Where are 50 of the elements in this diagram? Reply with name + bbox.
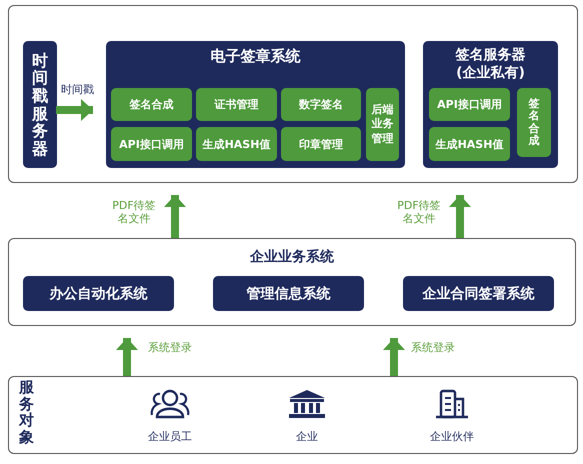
box-label: 生成HASH值 [202, 136, 270, 152]
system-box [23, 41, 57, 168]
block-arrow [164, 195, 186, 238]
box-label: 管理信息系统 [246, 284, 330, 302]
system-box [23, 276, 174, 311]
panel-frame [8, 376, 578, 454]
edge-label: 系统登录 [147, 341, 193, 354]
box-label: 办公自动化系统 [50, 284, 148, 302]
box-label: API接口调用 [119, 136, 184, 152]
function-box [366, 88, 399, 161]
block-arrow [116, 338, 138, 376]
icon-caption: 企业伙伴 [429, 429, 475, 444]
box-label: 服务对象 [19, 379, 34, 445]
function-box [281, 88, 361, 121]
system-box [423, 41, 558, 168]
box-label: 企业合同签署系统 [422, 284, 534, 302]
icon-caption: 企业 [295, 429, 319, 444]
system-box [106, 41, 405, 168]
box-label: 电子签章系统 [210, 47, 300, 66]
function-box [111, 88, 192, 121]
box-label: 签名合成 [130, 97, 174, 112]
edge-label: PDF待签名文件 [396, 199, 442, 226]
box-label: 印章管理 [299, 136, 343, 152]
panel-frame [8, 238, 576, 326]
box-label: 后端业务管理 [370, 103, 394, 146]
box-label: 签名服务器(企业私有) [454, 47, 526, 82]
box-label: API接口调用 [437, 97, 502, 112]
block-arrow [449, 195, 471, 238]
icon-caption: 企业员工 [147, 429, 193, 444]
box-label: 生成HASH值 [436, 136, 504, 152]
function-box [196, 88, 277, 121]
system-box [403, 276, 554, 311]
panel-frame [8, 5, 578, 183]
function-box [517, 88, 551, 157]
block-arrow [56, 99, 93, 121]
box-label: 企业业务系统 [250, 248, 334, 266]
box-label: 数字签名 [299, 97, 343, 112]
function-box [429, 127, 510, 161]
edge-label: 系统登录 [410, 341, 456, 354]
function-box [429, 88, 510, 121]
function-box [281, 127, 361, 161]
system-box [213, 276, 364, 311]
function-box [111, 127, 192, 161]
function-box [196, 127, 277, 161]
box-label: 时间戳服务器 [32, 52, 48, 158]
edge-label: 时间戳 [60, 83, 95, 96]
edge-label: PDF待签名文件 [111, 199, 157, 226]
box-label: 签名合成 [528, 98, 540, 147]
box-label: 证书管理 [214, 97, 258, 112]
block-arrow [383, 338, 405, 376]
